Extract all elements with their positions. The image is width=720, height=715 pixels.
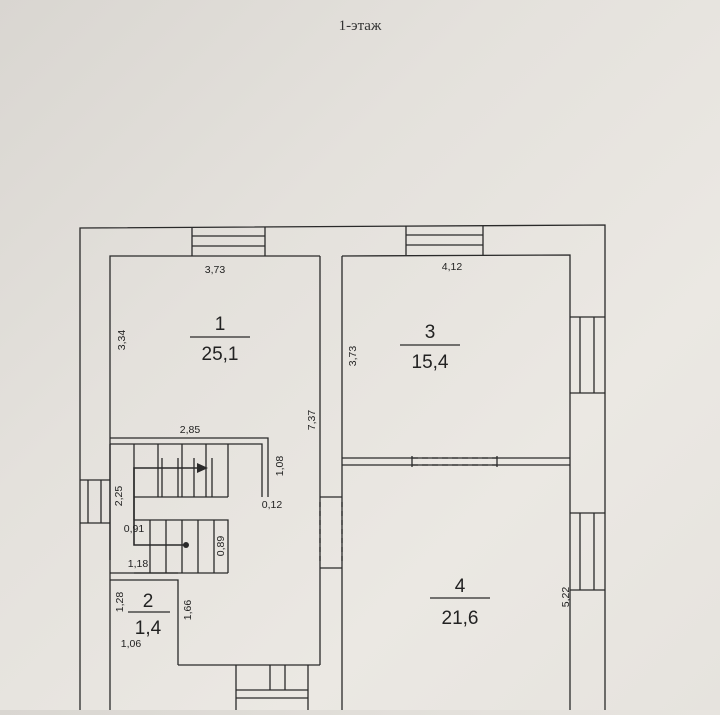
dim-room3-depth: 3,73: [347, 346, 359, 367]
window-top-right: [405, 226, 484, 255]
dim-stair-width: 2,85: [180, 424, 201, 436]
bottom-entry-mid: [269, 665, 286, 690]
room-2-number: 2: [143, 591, 154, 612]
inner-wall-right: [341, 254, 571, 712]
room-4-number: 4: [455, 576, 466, 597]
dim-stair-run: 2,25: [113, 486, 125, 507]
floor-title: 1-этаж: [338, 18, 382, 34]
room-3-number: 3: [425, 322, 436, 343]
dim-room2-height: 1,28: [114, 592, 126, 613]
room-2-area: 1,4: [135, 618, 162, 639]
window-left: [80, 479, 110, 524]
dim-room2-width: 1,06: [121, 638, 142, 650]
dim-room1-width: 3,73: [205, 264, 226, 276]
central-partition: [319, 256, 343, 712]
door-3-4: [412, 457, 497, 466]
dim-landing-height: 0,89: [215, 536, 227, 557]
window-top-left: [191, 227, 266, 256]
wall-3-4: [342, 457, 570, 466]
dim-room4-depth: 5,22: [560, 587, 572, 608]
room-1-area: 25,1: [202, 344, 239, 365]
partition-door: [319, 502, 343, 565]
window-right-bottom: [570, 512, 605, 591]
window-right-top: [570, 316, 605, 394]
staircase: [109, 437, 269, 580]
door-3-4-jambs: [411, 456, 498, 467]
stair-arrow-start: [183, 542, 189, 548]
dim-room2-side: 1,66: [182, 600, 194, 621]
dim-room1-depth: 3,34: [116, 330, 128, 351]
dim-stair-post: 0,12: [262, 499, 283, 511]
room-4-area: 21,6: [442, 608, 479, 629]
dim-stair-step: 0,91: [124, 523, 145, 535]
room-1-number: 1: [215, 314, 226, 335]
room-3-area: 15,4: [412, 352, 449, 373]
stair-arrow-head: [197, 463, 208, 473]
room2-wall: [110, 579, 179, 665]
outer-wall-outline: [79, 224, 606, 712]
dim-partition-length: 7,37: [306, 410, 318, 431]
dim-stair-rise: 1,08: [274, 456, 286, 477]
bottom-entry: [235, 665, 309, 712]
dim-room3-width: 4,12: [442, 261, 463, 273]
dim-landing-width: 1,18: [128, 558, 149, 570]
